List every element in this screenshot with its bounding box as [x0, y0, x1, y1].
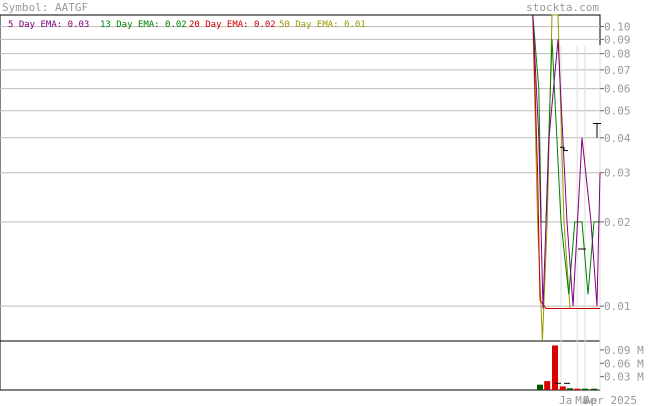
- volume-axis: 0.09 M0.06 M0.03 M: [600, 344, 644, 384]
- price-axis: 0.100.09 0.08 0.07 0.06 0.05 0.04 0.03 0.02 0.01: [600, 21, 631, 313]
- price-tick-label: 0.04: [604, 132, 631, 145]
- price-tick-label: 0.01: [604, 300, 631, 313]
- ema-series: [532, 14, 601, 342]
- volume-bar: [559, 386, 566, 390]
- volume-bar: [544, 381, 551, 390]
- volume-bar: [574, 388, 581, 390]
- symbol-label: Symbol: AATGF: [2, 1, 88, 14]
- series-line-ema20: [532, 14, 600, 309]
- price-tick-label: 0.02: [604, 216, 631, 229]
- volume-tick-label: 0.09 M: [604, 344, 644, 357]
- price-grid: [0, 26, 601, 390]
- volume-bar: [567, 388, 573, 390]
- volume-bar: [552, 345, 558, 390]
- legend-ema50: 50 Day EMA: 0.01: [279, 20, 366, 30]
- watermark: stockta.com: [526, 1, 599, 14]
- x-axis-label: Ma: [575, 394, 588, 406]
- legend-ema20: 20 Day EMA: 0.02: [189, 20, 276, 30]
- price-tick-label: 0.10: [604, 21, 631, 34]
- volume-bar: [591, 388, 597, 390]
- price-tick-label: 0.08: [604, 48, 631, 61]
- price-candles: [560, 122, 601, 250]
- price-tick-label: 0.03: [604, 167, 631, 180]
- legend-ema5: 5 Day EMA: 0.03: [8, 20, 89, 30]
- volume-tick-label: 0.06 M: [604, 357, 644, 370]
- price-tick-label: 0.06: [604, 83, 631, 96]
- series-line-ema5: [532, 14, 601, 309]
- x-axis-label: De: [583, 394, 596, 406]
- volume-bar: [537, 384, 543, 390]
- volume-bar: [582, 388, 588, 390]
- x-axis-label: Apr 2025: [584, 394, 637, 406]
- price-tick-label: 0.09: [604, 33, 631, 46]
- price-tick-label: 0.07: [604, 64, 631, 77]
- ema-legend: 5 Day EMA: 0.03 13 Day EMA: 0.02 20 Day …: [8, 20, 366, 30]
- price-tick-label: 0.05: [604, 105, 631, 118]
- x-axis-label: Ja: [559, 394, 572, 406]
- volume-tick-label: 0.03 M: [604, 371, 644, 384]
- legend-ema13: 13 Day EMA: 0.02: [100, 20, 187, 30]
- volume-bars: [537, 345, 597, 390]
